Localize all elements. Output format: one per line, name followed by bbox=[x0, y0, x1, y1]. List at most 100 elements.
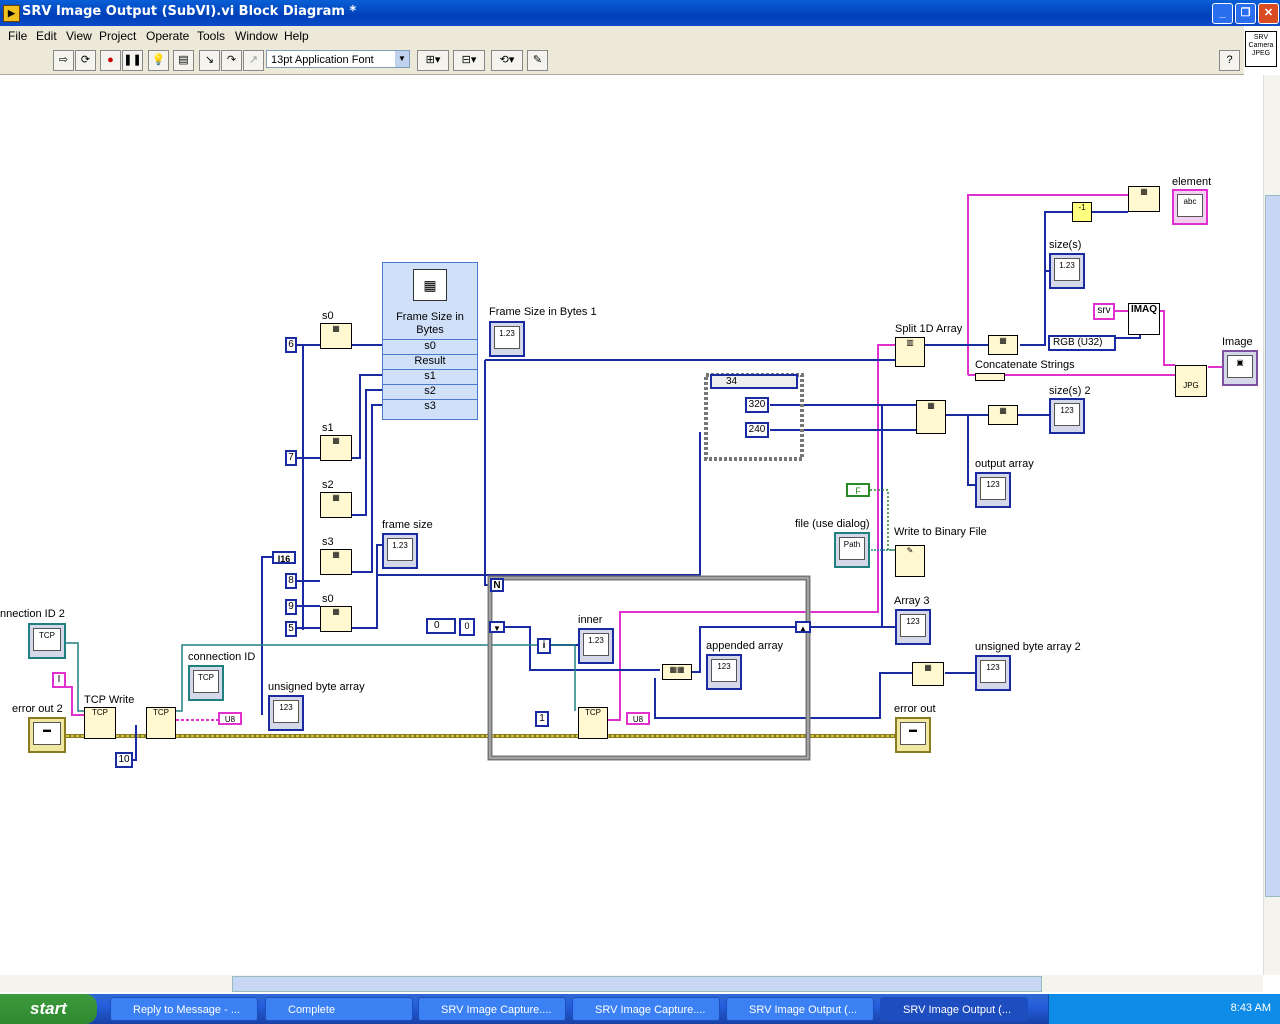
frame-size-expression-node[interactable]: ▦ Frame Size in Bytes s0 Result s1 s2 s3 bbox=[382, 262, 478, 420]
concatenate-strings-node[interactable] bbox=[975, 373, 1005, 381]
horizontal-scrollbar[interactable] bbox=[0, 975, 1263, 992]
step-out-icon[interactable]: ↗ bbox=[243, 50, 264, 71]
menu-window[interactable]: Window bbox=[235, 29, 278, 43]
labview-vi-icon[interactable]: ▶ bbox=[3, 5, 20, 22]
unsigned-byte-array-2-indicator[interactable]: 123 bbox=[975, 655, 1011, 691]
frame-size-bytes-1-indicator[interactable]: 1.23 bbox=[489, 321, 525, 357]
array-to-string-node[interactable]: ▦ bbox=[988, 335, 1018, 355]
run-continuously-icon[interactable]: ⟳ bbox=[75, 50, 96, 71]
numeric-indicator-small[interactable]: 0 bbox=[459, 618, 475, 636]
const-1[interactable]: 1 bbox=[535, 711, 549, 727]
image-indicator[interactable]: ▣ bbox=[1222, 350, 1258, 386]
reshape-array-node[interactable]: ▦ bbox=[916, 400, 946, 434]
frame-size-indicator[interactable]: 1.23 bbox=[382, 533, 418, 569]
connection-id-indicator[interactable]: TCP bbox=[188, 665, 224, 701]
const-9[interactable]: 9 bbox=[285, 599, 297, 615]
image-type-ring[interactable]: RGB (U32) bbox=[1048, 335, 1116, 351]
taskbar-item[interactable]: SRV Image Output (... bbox=[726, 997, 874, 1021]
expr-row-s2[interactable]: s2 bbox=[383, 384, 477, 399]
vertical-scrollbar[interactable] bbox=[1263, 75, 1280, 975]
block-diagram[interactable]: nnection ID 2 TCP I error out 2 ▬ TCP Wr… bbox=[0, 75, 1263, 975]
expr-row-s1[interactable]: s1 bbox=[383, 369, 477, 384]
expr-row-s3[interactable]: s3 bbox=[383, 399, 477, 414]
error-out-2-control[interactable]: ▬ bbox=[28, 717, 66, 753]
iteration-terminal[interactable]: i bbox=[537, 638, 551, 654]
string-constant[interactable]: I bbox=[52, 672, 66, 688]
const-5[interactable]: 5 bbox=[285, 621, 297, 637]
taskbar-item[interactable]: SRV Image Output (... bbox=[880, 997, 1028, 1021]
align-objects-icon[interactable]: ⊞▾ bbox=[417, 50, 449, 71]
imaq-jpeg-node[interactable]: JPG bbox=[1175, 365, 1207, 397]
tcp-read-inner-node[interactable]: TCP bbox=[578, 707, 608, 739]
index-array-s3[interactable]: ▦ bbox=[320, 549, 352, 575]
numeric-constant-zero[interactable]: 0 bbox=[426, 618, 456, 634]
add-node[interactable]: -1 bbox=[1072, 202, 1092, 222]
clean-up-diagram-icon[interactable]: ✎ bbox=[527, 50, 548, 71]
vi-icon[interactable]: SRV Camera JPEG bbox=[1245, 31, 1277, 67]
const-10[interactable]: 10 bbox=[115, 752, 133, 768]
loop-count-terminal[interactable]: N bbox=[490, 578, 504, 592]
maximize-button[interactable]: ❐ bbox=[1235, 3, 1256, 24]
const-8[interactable]: 8 bbox=[285, 573, 297, 589]
menu-view[interactable]: View bbox=[66, 29, 92, 43]
expr-row-s0[interactable]: s0 bbox=[383, 339, 477, 354]
type-cast-u8-inner[interactable]: U8 bbox=[626, 712, 650, 725]
type-cast-u8[interactable]: U8 bbox=[218, 712, 242, 725]
menu-help[interactable]: Help bbox=[284, 29, 309, 43]
highlight-execution-icon[interactable]: 💡 bbox=[148, 50, 169, 71]
font-selector[interactable]: 13pt Application Font ▼ bbox=[266, 50, 410, 68]
boolean-constant[interactable]: F bbox=[846, 483, 870, 497]
output-array-indicator[interactable]: 123 bbox=[975, 472, 1011, 508]
size-s-indicator[interactable]: 1.23 bbox=[1049, 253, 1085, 289]
index-array-s0-bottom[interactable]: ▦ bbox=[320, 606, 352, 632]
const-6[interactable]: 6 bbox=[285, 337, 297, 353]
index-array-s0[interactable]: ▦ bbox=[320, 323, 352, 349]
const-240[interactable]: 240 bbox=[745, 422, 769, 438]
const-7[interactable]: 7 bbox=[285, 450, 297, 466]
taskbar-item[interactable]: SRV Image Capture.... bbox=[572, 997, 720, 1021]
minimize-button[interactable]: _ bbox=[1212, 3, 1233, 24]
menu-project[interactable]: Project bbox=[99, 29, 137, 43]
string-constant-srv[interactable]: srv bbox=[1093, 303, 1115, 320]
close-button[interactable]: ✕ bbox=[1258, 3, 1279, 24]
element-indicator[interactable]: abc bbox=[1172, 189, 1208, 225]
const-i16[interactable]: I16 bbox=[272, 551, 296, 564]
error-out-indicator[interactable]: ▬ bbox=[895, 717, 931, 753]
start-button[interactable]: start bbox=[0, 994, 97, 1024]
shift-register-right[interactable]: ▲ bbox=[795, 621, 811, 633]
distribute-objects-icon[interactable]: ⊟▾ bbox=[453, 50, 485, 71]
connection-id-2-control[interactable]: TCP bbox=[28, 623, 66, 659]
expr-row-result[interactable]: Result bbox=[383, 354, 477, 369]
size-s-2-indicator[interactable]: 123 bbox=[1049, 398, 1085, 434]
scroll-thumb[interactable] bbox=[1265, 195, 1280, 897]
tcp-write-node[interactable]: TCP bbox=[84, 707, 116, 739]
array-3-indicator[interactable]: 123 bbox=[895, 609, 931, 645]
index-array-element-node[interactable]: ▦ bbox=[1128, 186, 1160, 212]
imaq-create-node[interactable]: IMAQ bbox=[1128, 303, 1160, 335]
taskbar-item[interactable]: Complete bbox=[265, 997, 413, 1021]
file-path-control[interactable]: Path bbox=[834, 532, 870, 568]
index-array-s2[interactable]: ▦ bbox=[320, 492, 352, 518]
step-over-icon[interactable]: ↷ bbox=[221, 50, 242, 71]
const-320[interactable]: 320 bbox=[745, 397, 769, 413]
appended-array-indicator[interactable]: 123 bbox=[706, 654, 742, 690]
pause-icon[interactable]: ❚❚ bbox=[122, 50, 143, 71]
taskbar-item[interactable]: Reply to Message - ... bbox=[110, 997, 258, 1021]
array-subset-node[interactable]: ▦ bbox=[912, 662, 944, 686]
shift-register-left[interactable]: ▼ bbox=[489, 621, 505, 633]
write-binary-file-node[interactable]: ✎ bbox=[895, 545, 925, 577]
index-array-s1[interactable]: ▦ bbox=[320, 435, 352, 461]
context-help-icon[interactable]: ? bbox=[1219, 50, 1240, 71]
build-array-node[interactable]: ▦▦ bbox=[662, 664, 692, 680]
case-selector[interactable]: 34 bbox=[710, 374, 798, 389]
menu-tools[interactable]: Tools bbox=[197, 29, 226, 43]
step-into-icon[interactable]: ↘ bbox=[199, 50, 220, 71]
array-size-node[interactable]: ▦ bbox=[988, 405, 1018, 425]
menu-operate[interactable]: Operate bbox=[146, 29, 190, 43]
menu-edit[interactable]: Edit bbox=[36, 29, 57, 43]
retain-wire-values-icon[interactable]: ▤ bbox=[173, 50, 194, 71]
inner-indicator[interactable]: 1.23 bbox=[578, 628, 614, 664]
run-icon[interactable]: ⇨ bbox=[53, 50, 74, 71]
menu-file[interactable]: File bbox=[8, 29, 28, 43]
taskbar-item[interactable]: SRV Image Capture.... bbox=[418, 997, 566, 1021]
